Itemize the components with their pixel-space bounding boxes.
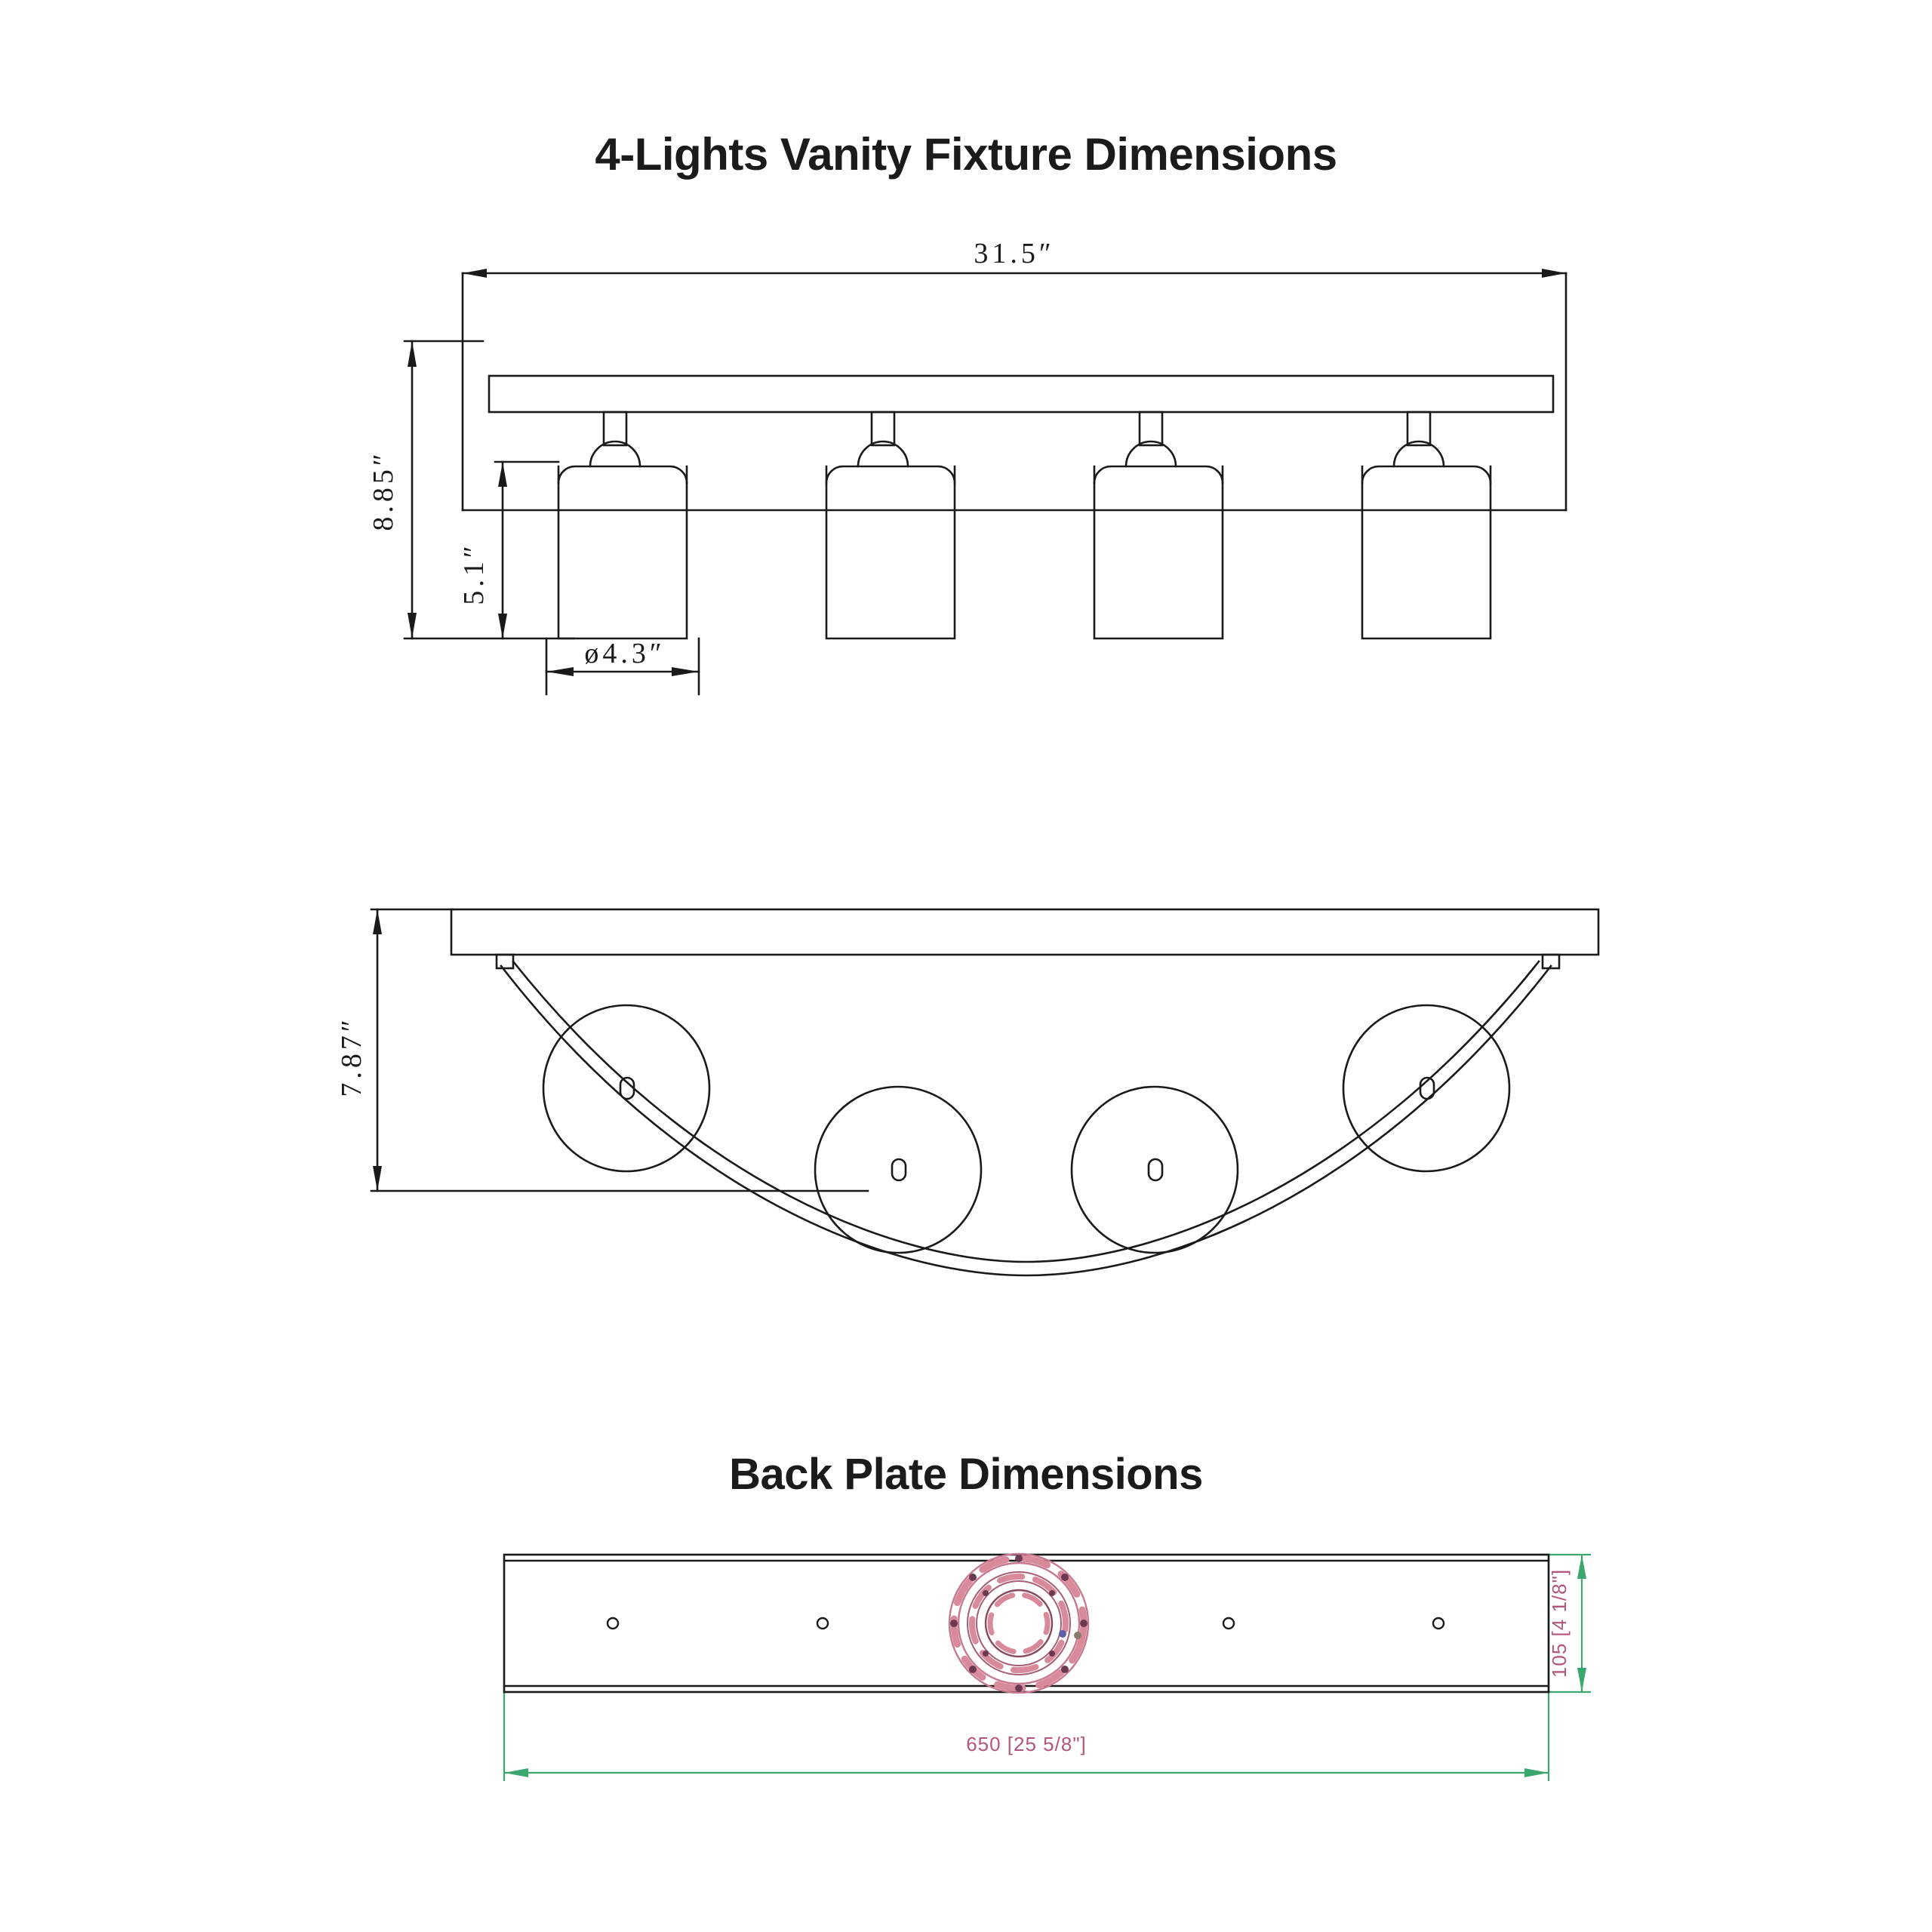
side-shade-circle-1 [542,1004,711,1173]
dimension-label-backplate-width: 650 [25 5/8"] [966,1733,1087,1755]
mounting-bar [488,374,1555,414]
backplate-section-title: Back Plate Dimensions [729,1450,1203,1499]
mounting-hole [1222,1617,1235,1630]
dimension-label-overall-width: 31.5″ [974,238,1054,269]
dimension-shade-diameter [545,637,700,696]
shade-3 [1093,465,1224,640]
light-assembly-4 [1361,411,1492,640]
dimension-label-shade-height: 5.1″ [458,542,490,605]
socket-dome-4 [1392,440,1445,468]
dimension-label-overall-height: 8.85″ [368,450,399,531]
light-assembly-1 [557,411,688,640]
stem-1 [602,411,628,447]
side-shade-circle-4 [1342,1004,1511,1173]
dimension-overall-depth [370,908,869,1192]
shade-4 [1361,465,1492,640]
side-socket-markers [619,1076,1435,1182]
dimension-label-backplate-height: 105 [4 1/8"] [1548,1569,1571,1678]
curved-arm-outer [500,964,1552,1277]
shade-1-top [557,465,688,485]
stem-4 [1406,411,1432,447]
shade-2 [825,465,956,640]
light-assembly-2 [825,411,956,640]
socket-dome-3 [1124,440,1177,468]
dimension-label-shade-diameter: ø4.3″ [584,638,665,669]
socket-dome-1 [589,440,641,468]
dimension-overall-height [403,340,575,640]
mounting-hole [1432,1617,1445,1630]
side-mounting-bar [450,908,1600,956]
shade-4-top [1361,465,1492,485]
dimension-shade-height [494,460,560,640]
dimension-overall-width [461,269,1567,512]
center-junction-detail [948,1552,1090,1694]
stem-2 [870,411,896,447]
stem-3 [1138,411,1164,447]
mounting-hole [606,1617,620,1630]
shade-1 [557,465,688,640]
light-assembly-3 [1093,411,1224,640]
shade-2-top [825,465,956,485]
side-shade-circle-2 [814,1085,983,1254]
dimension-arrowheads-green [504,1555,1586,1777]
dimension-label-overall-depth: 7.87″ [336,1016,368,1097]
shade-3-top [1093,465,1224,485]
side-shade-circle-3 [1070,1085,1239,1254]
curved-arm-inner [512,960,1540,1263]
side-mount-tab-right [1541,953,1561,970]
page-title: 4-Lights Vanity Fixture Dimensions [595,129,1337,180]
mounting-hole [816,1617,829,1630]
back-plate-holes [606,1617,1445,1630]
socket-dome-2 [857,440,909,468]
